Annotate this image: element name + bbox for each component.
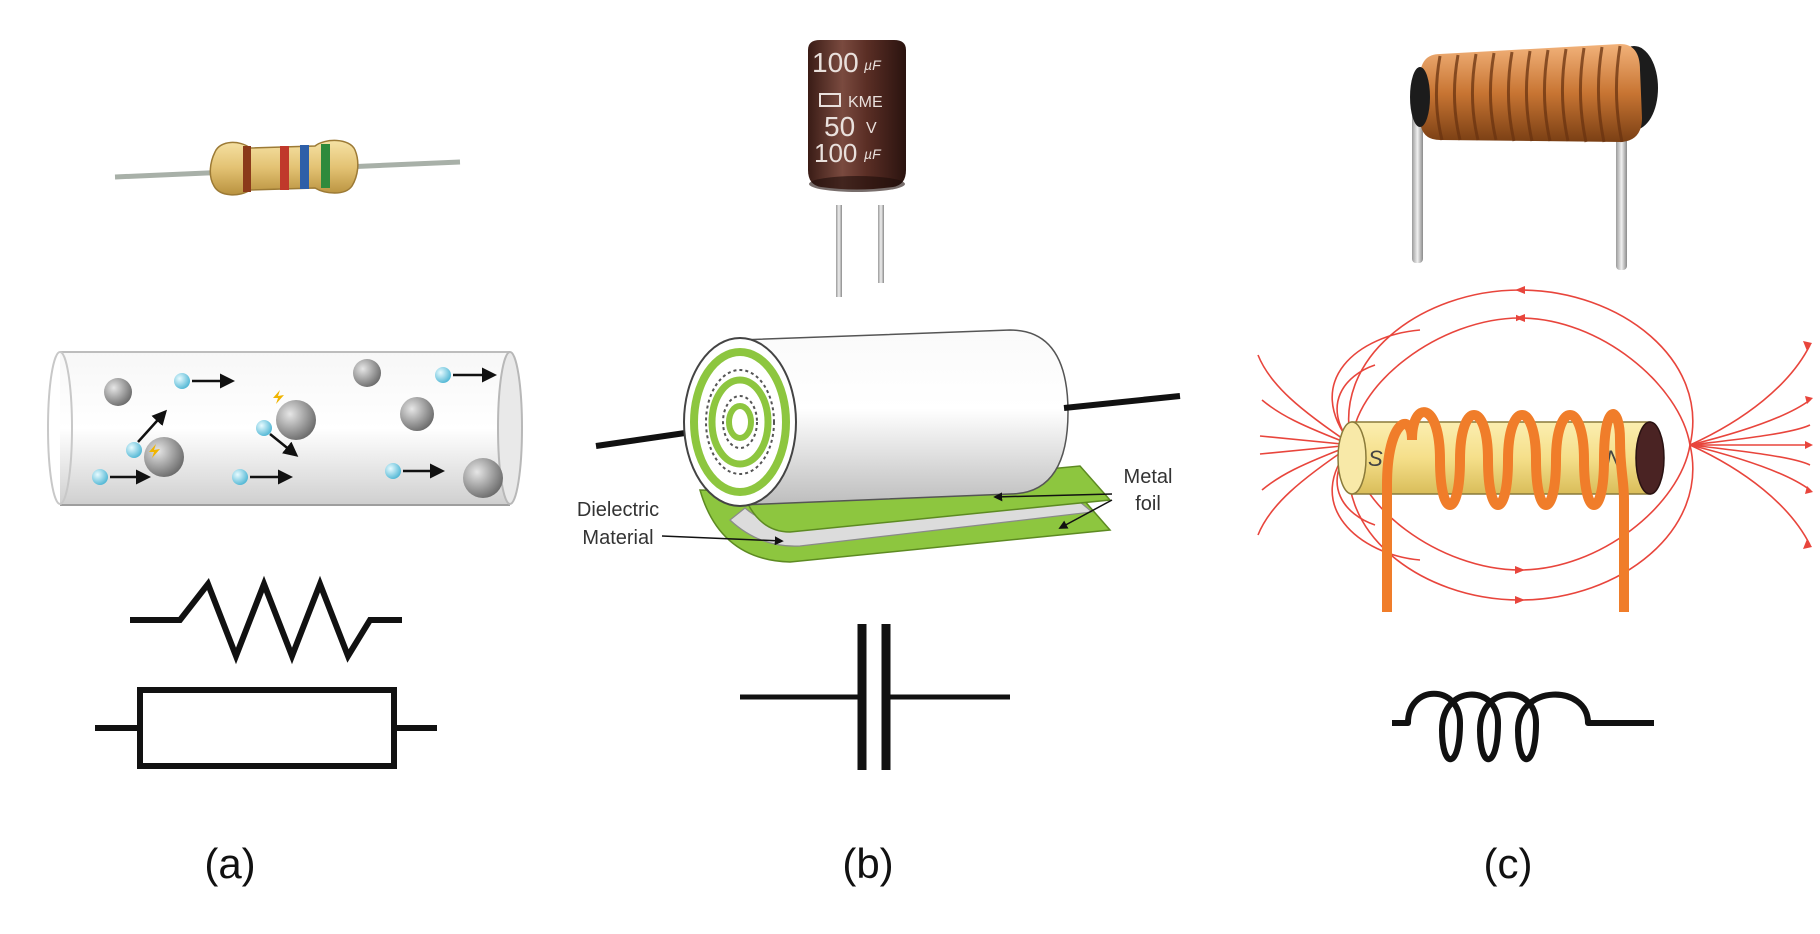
resistor-band-4 — [321, 144, 330, 188]
resistor-box-symbol — [95, 687, 437, 769]
capacitor-top-value: 100 — [812, 47, 859, 78]
panel-label-c: (c) — [1484, 840, 1533, 887]
solenoid-coil — [1382, 407, 1629, 612]
capacitor-bottom-unit: µF — [864, 146, 882, 162]
field-arrowheads — [1515, 286, 1813, 604]
capacitor-photo: 100 µF KME 50 V 100 µF — [808, 40, 906, 297]
panel-label-b: (b) — [842, 840, 893, 887]
capacitor-voltage: 50 — [824, 111, 855, 142]
ion — [353, 359, 381, 387]
rolled-capacitor-illustration: Dielectric Material Metal foil — [577, 329, 1181, 563]
ion — [400, 397, 434, 431]
capacitor-bottom-value: 100 — [814, 138, 857, 168]
panel-label-a: (a) — [204, 840, 255, 887]
capacitor-brand: KME — [848, 94, 883, 111]
metal-foil-label-line2: foil — [1135, 493, 1161, 515]
ion — [104, 378, 132, 406]
electron — [232, 469, 248, 485]
resistor-zigzag-symbol — [130, 575, 402, 665]
panel-b: 100 µF KME 50 V 100 µF — [577, 40, 1181, 887]
electron — [256, 420, 272, 436]
resistor-band-2 — [280, 146, 289, 190]
electron — [435, 367, 451, 383]
electron — [174, 373, 190, 389]
solenoid-field-illustration: S N — [1257, 286, 1813, 612]
capacitor-symbol — [740, 624, 1010, 770]
dielectric-label-line1: Dielectric — [577, 499, 659, 521]
capacitor-voltage-unit: V — [866, 120, 877, 137]
panel-c: S N (c) — [1257, 44, 1813, 887]
resistor-band-3 — [300, 145, 309, 189]
metal-foil-label-line1: Metal — [1124, 466, 1173, 488]
inductor-symbol — [1392, 690, 1654, 763]
capacitor-top-unit: µF — [864, 57, 882, 73]
electron — [385, 463, 401, 479]
electron — [92, 469, 108, 485]
electron — [126, 442, 142, 458]
resistor-band-1 — [243, 146, 251, 192]
ion — [463, 458, 503, 498]
collision-spark-icon — [273, 390, 284, 404]
ion — [276, 400, 316, 440]
inductor-photo — [1410, 44, 1658, 270]
collision-spark-icon — [149, 444, 160, 458]
south-pole-label: S — [1368, 446, 1383, 471]
resistor-photo — [114, 139, 461, 196]
conductor-tube-illustration — [47, 351, 523, 506]
ion — [144, 437, 184, 477]
panel-a: (a) — [47, 139, 523, 887]
dielectric-label-line2: Material — [582, 527, 653, 549]
